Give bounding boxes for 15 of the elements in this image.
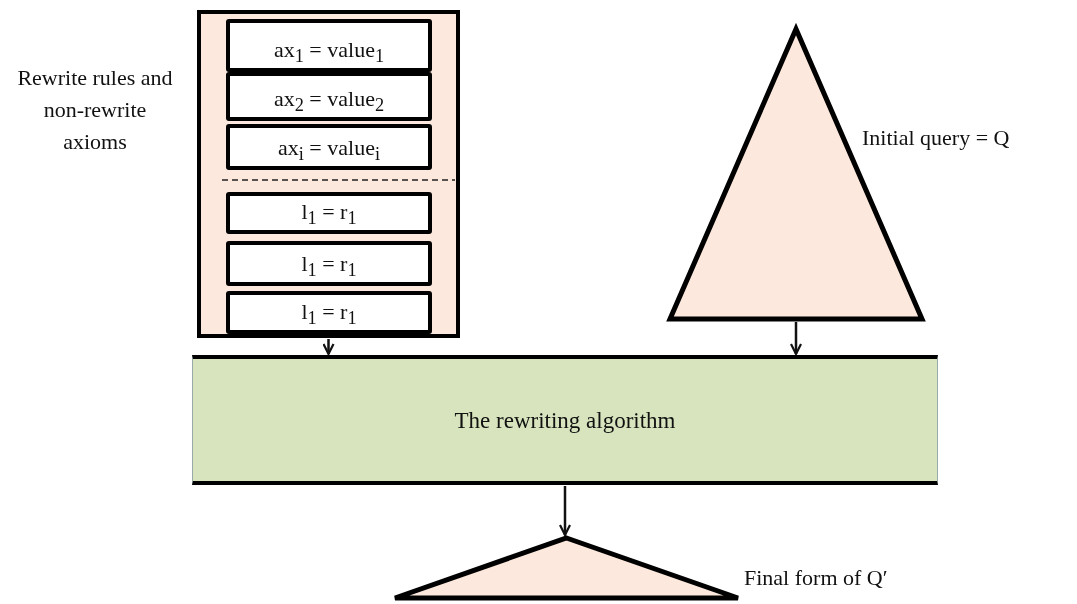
arrow bbox=[789, 322, 803, 356]
rules-panel bbox=[197, 10, 460, 338]
process-label: The rewriting algorithm bbox=[454, 408, 676, 432]
node-caption: Final form of Q′ bbox=[744, 564, 889, 592]
node-caption: Rewrite rules and non-rewrite axioms bbox=[16, 64, 174, 156]
rule-text: ax$_{1}$ = value$_{1}$ bbox=[273, 39, 385, 66]
rule-text: l$_{1}$ = r$_{1}$ bbox=[301, 201, 357, 228]
process-box bbox=[192, 355, 938, 485]
rule-text: l$_{1}$ = r$_{1}$ bbox=[301, 253, 357, 280]
node-caption: Initial query = Q bbox=[862, 124, 1011, 152]
arrow bbox=[558, 486, 572, 537]
rule-text: ax$_{2}$ = value$_{2}$ bbox=[273, 88, 385, 115]
rule-text: l$_{1}$ = r$_{1}$ bbox=[301, 301, 357, 328]
arrow bbox=[322, 339, 335, 356]
rule-text: ax$_{i}$ = value$_{i}$ bbox=[278, 137, 380, 164]
